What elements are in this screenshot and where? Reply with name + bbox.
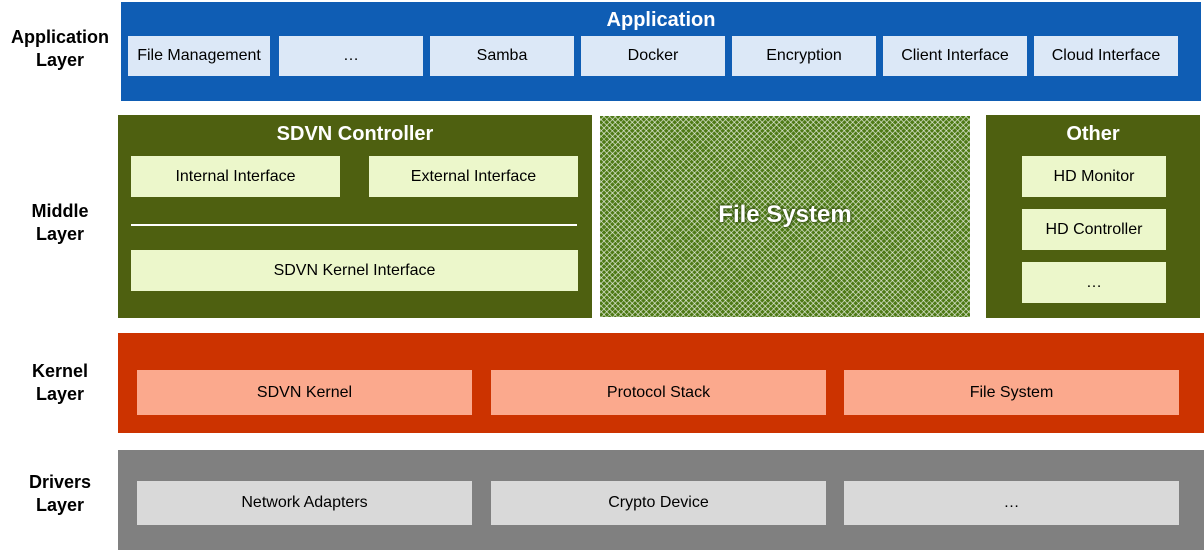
file-system-title: File System [718, 201, 852, 228]
kernel-item-file-system: File System [844, 370, 1179, 415]
other-panel: Other HD Monitor HD Controller … [986, 115, 1200, 318]
sdvn-controller-title: SDVN Controller [276, 123, 434, 145]
app-item-encryption: Encryption [732, 36, 876, 76]
hd-controller-box: HD Controller [1022, 209, 1166, 250]
app-item-docker: Docker [581, 36, 725, 76]
other-ellipsis-box: … [1022, 262, 1166, 303]
app-item-samba: Samba [430, 36, 574, 76]
app-item-cloud-interface: Cloud Interface [1034, 36, 1178, 76]
other-title: Other [1066, 123, 1120, 145]
kernel-panel: SDVN Kernel Protocol Stack File System [118, 333, 1204, 433]
app-item-ellipsis: … [279, 36, 423, 76]
app-item-file-management: File Management [128, 36, 270, 76]
kernel-item-protocol-stack: Protocol Stack [491, 370, 826, 415]
driver-item-crypto-device: Crypto Device [491, 481, 826, 525]
file-system-panel: File System [600, 116, 970, 317]
sdvn-kernel-interface-box: SDVN Kernel Interface [131, 250, 578, 291]
app-item-client-interface: Client Interface [883, 36, 1027, 76]
sdvn-controller-panel: SDVN Controller Internal Interface Exter… [118, 115, 592, 318]
external-interface-box: External Interface [369, 156, 578, 197]
application-title: Application [606, 9, 716, 31]
drivers-panel: Network Adapters Crypto Device … [118, 450, 1204, 550]
driver-item-ellipsis: … [844, 481, 1179, 525]
kernel-item-sdvn-kernel: SDVN Kernel [137, 370, 472, 415]
sdvn-divider [131, 224, 577, 226]
application-panel: Application File Management … Samba Dock… [121, 2, 1201, 101]
driver-item-network-adapters: Network Adapters [137, 481, 472, 525]
internal-interface-box: Internal Interface [131, 156, 340, 197]
hd-monitor-box: HD Monitor [1022, 156, 1166, 197]
